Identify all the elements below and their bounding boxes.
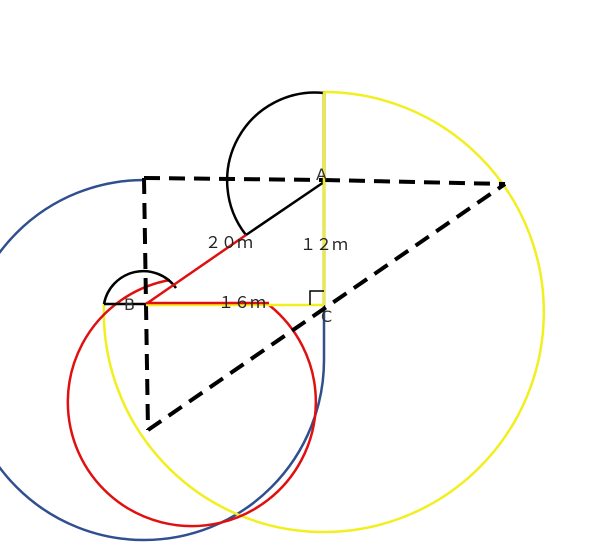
blue-circle-arc-around-a [0, 178, 326, 542]
label-length-bc: １６ｍ [218, 293, 266, 312]
segment-ab-black [245, 180, 325, 237]
right-angle-marker [309, 290, 324, 305]
label-point-a: A [316, 165, 327, 184]
label-length-ab: ２０ｍ [205, 233, 253, 252]
label-point-b: B [124, 295, 135, 314]
yellow-circle-arc-around-c [102, 90, 546, 534]
label-point-c: C [321, 307, 332, 326]
label-length-ac: １２ｍ [300, 235, 348, 254]
red-circle-arc-around-b [66, 278, 318, 528]
segment-ab-red [145, 233, 247, 306]
black-arc-near-a [225, 91, 325, 236]
black-small-arc-at-b [102, 269, 178, 305]
dashed-outline [142, 176, 507, 432]
